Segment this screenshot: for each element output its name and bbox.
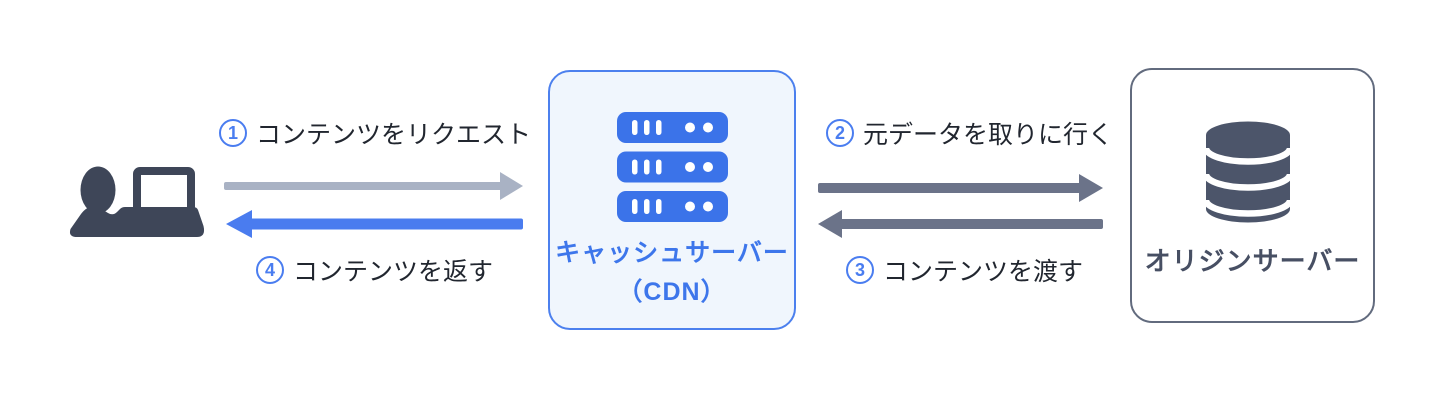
cache-server-title: キャッシュサーバー （CDN） <box>548 234 796 312</box>
step-4-label: 4 コンテンツを返す <box>256 255 494 286</box>
step-1-label: 1 コンテンツをリクエスト <box>219 118 532 149</box>
step-2-text: 元データを取りに行く <box>863 121 1114 149</box>
user-with-laptop-icon <box>67 166 205 237</box>
step-2-label: 2 元データを取りに行く <box>826 118 1114 149</box>
step-4-text: コンテンツを返す <box>293 258 494 286</box>
step-1-text: コンテンツをリクエスト <box>256 121 532 149</box>
cache-server-title-line2: （CDN） <box>617 278 727 306</box>
database-icon <box>1203 121 1293 225</box>
origin-server-title: オリジンサーバー <box>1144 246 1361 276</box>
arrow-step-1 <box>224 172 523 200</box>
server-stack-icon <box>617 112 728 222</box>
step-3-label: 3 コンテンツを渡す <box>846 255 1084 286</box>
step-4-number-badge: 4 <box>256 256 284 284</box>
step-2-number-badge: 2 <box>826 119 854 147</box>
step-3-text: コンテンツを渡す <box>883 258 1084 286</box>
cache-server-title-line1: キャッシュサーバー <box>555 239 789 267</box>
arrow-step-3 <box>818 210 1103 238</box>
arrow-step-4 <box>226 210 523 238</box>
step-1-number-badge: 1 <box>219 119 247 147</box>
arrow-step-2 <box>818 174 1103 202</box>
step-3-number-badge: 3 <box>846 256 874 284</box>
